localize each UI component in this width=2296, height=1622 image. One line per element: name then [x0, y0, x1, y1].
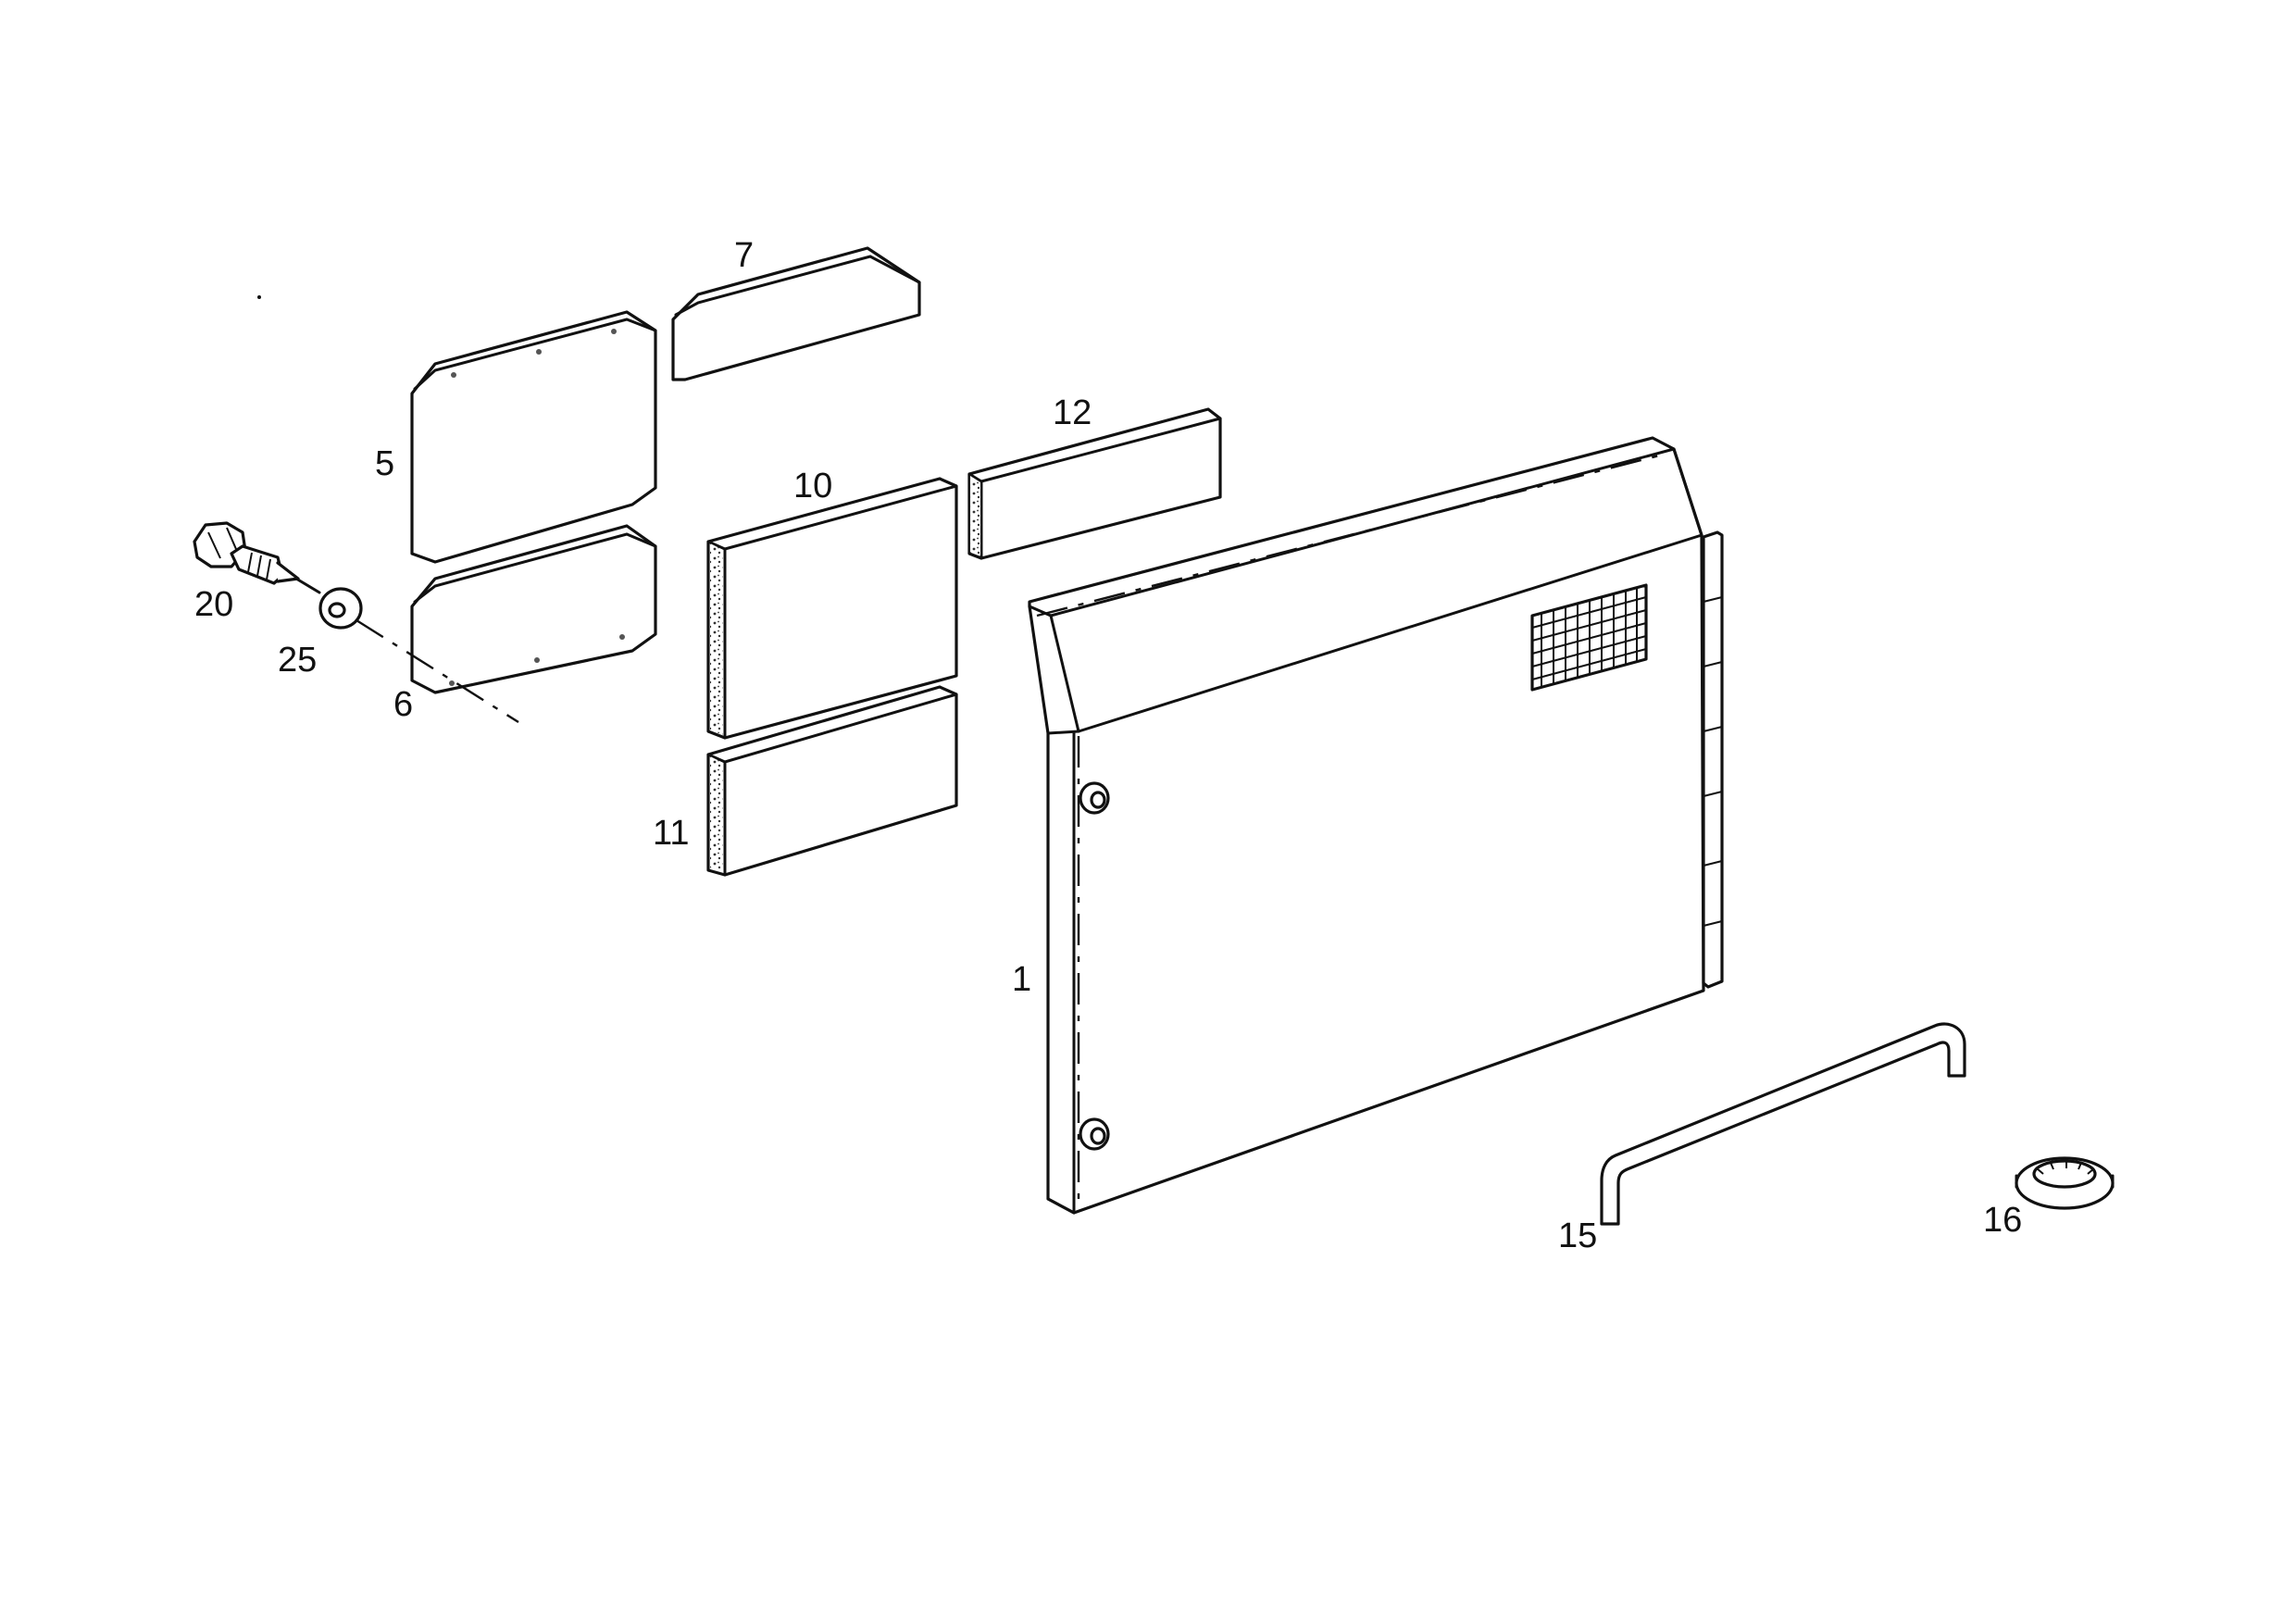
door-fastener-upper [1079, 781, 1110, 815]
part-1-door-panel [1028, 436, 1705, 1215]
label-part-7: 7 [734, 236, 754, 275]
label-part-12: 12 [1053, 393, 1092, 432]
door-hinge [1702, 530, 1724, 989]
label-part-15: 15 [1558, 1216, 1597, 1255]
label-part-5: 5 [375, 444, 394, 483]
part-6-plate [410, 524, 657, 694]
door-fastener-lower [1079, 1117, 1110, 1151]
vent-grille [1530, 583, 1648, 692]
part-16-ring [2015, 1156, 2115, 1210]
label-part-25: 25 [278, 641, 317, 680]
part-20-bolt [193, 521, 321, 594]
part-11-block [706, 685, 958, 877]
label-part-1: 1 [1012, 960, 1031, 999]
part-10-block [706, 477, 958, 740]
part-15-rod [1600, 1022, 1966, 1226]
stray-dot [257, 295, 261, 299]
label-part-10: 10 [793, 467, 832, 505]
part-5-plate [410, 310, 657, 564]
label-part-11: 11 [653, 814, 689, 853]
label-part-16: 16 [1983, 1201, 2022, 1240]
label-part-20: 20 [194, 585, 233, 624]
part-25-washer [318, 587, 363, 630]
part-12-bar [967, 407, 1222, 560]
label-part-6: 6 [393, 685, 413, 724]
part-7-strip [671, 246, 921, 381]
